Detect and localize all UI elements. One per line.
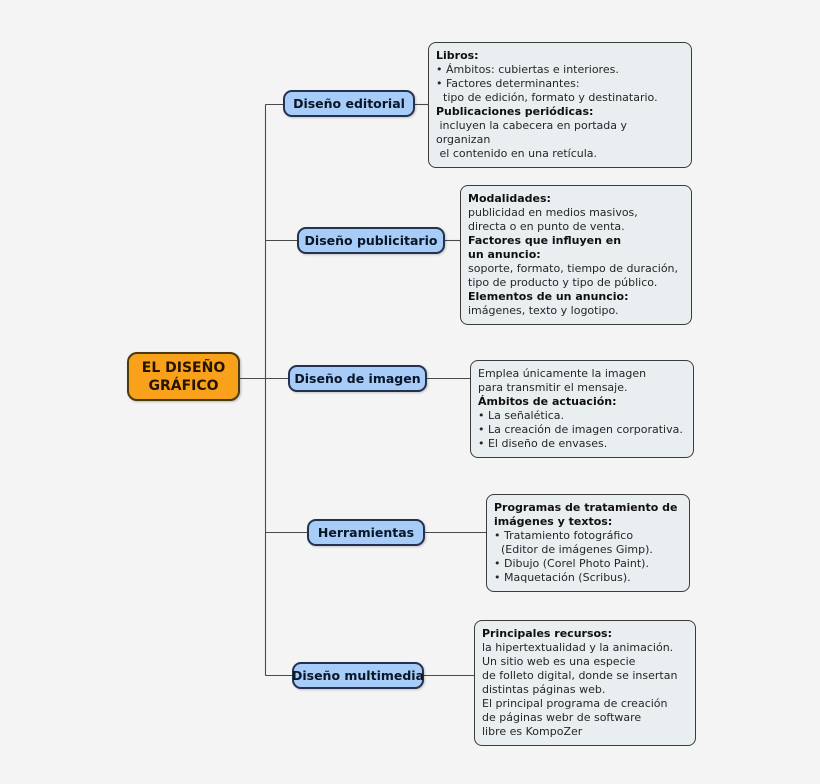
branch-node-diseno-multimedia[interactable]: Diseño multimedia: [292, 662, 424, 689]
detail-line: Libros:: [436, 49, 479, 62]
detail-line: libre es KompoZer: [482, 725, 583, 738]
detail-box-diseno-publicitario: Modalidades: publicidad en medios masivo…: [460, 185, 692, 325]
detail-box-diseno-de-imagen: Emplea únicamente la imagen para transmi…: [470, 360, 694, 458]
detail-line: incluyen la cabecera en portada y organi…: [436, 119, 631, 146]
detail-box-diseno-editorial: Libros: • Ámbitos: cubiertas e interiore…: [428, 42, 692, 168]
detail-line: el contenido en una retícula.: [436, 147, 598, 160]
detail-line: Elementos de un anuncio:: [468, 290, 629, 303]
detail-box-diseno-multimedia: Principales recursos: la hipertextualida…: [474, 620, 696, 746]
detail-line: • La creación de imagen corporativa.: [478, 423, 683, 436]
detail-line: de páginas webr de software: [482, 711, 642, 724]
detail-line: • Dibujo (Corel Photo Paint).: [494, 557, 649, 570]
detail-line: distintas páginas web.: [482, 683, 606, 696]
detail-line: tipo de producto y tipo de público.: [468, 276, 658, 289]
detail-line: • Factores determinantes:: [436, 77, 580, 90]
detail-box-herramientas: Programas de tratamiento de imágenes y t…: [486, 494, 690, 592]
detail-line: Publicaciones periódicas:: [436, 105, 594, 118]
detail-line: para transmitir el mensaje.: [478, 381, 628, 394]
detail-line: • El diseño de envases.: [478, 437, 608, 450]
detail-line: • Tratamiento fotográfico: [494, 529, 634, 542]
detail-line: El principal programa de creación: [482, 697, 668, 710]
detail-line: publicidad en medios masivos,: [468, 206, 638, 219]
detail-line: Modalidades:: [468, 192, 551, 205]
detail-line: Programas de tratamiento de: [494, 501, 678, 514]
detail-line: de folleto digital, donde se insertan: [482, 669, 678, 682]
root-node-el-diseno-grafico[interactable]: EL DISEÑO GRÁFICO: [127, 352, 240, 401]
detail-line: Un sitio web es una especie: [482, 655, 636, 668]
detail-line: Emplea únicamente la imagen: [478, 367, 647, 380]
detail-line: • Maquetación (Scribus).: [494, 571, 631, 584]
branch-node-diseno-publicitario[interactable]: Diseño publicitario: [297, 227, 445, 254]
detail-line: • Ámbitos: cubiertas e interiores.: [436, 63, 619, 76]
detail-line: • La señalética.: [478, 409, 565, 422]
detail-line: (Editor de imágenes Gimp).: [494, 543, 653, 556]
detail-line: directa o en punto de venta.: [468, 220, 625, 233]
detail-line: tipo de edición, formato y destinatario.: [436, 91, 658, 104]
detail-line: Ámbitos de actuación:: [478, 395, 617, 408]
detail-line: Principales recursos:: [482, 627, 612, 640]
branch-node-diseno-editorial[interactable]: Diseño editorial: [283, 90, 415, 117]
detail-line: la hipertextualidad y la animación.: [482, 641, 674, 654]
detail-line: soporte, formato, tiempo de duración,: [468, 262, 679, 275]
detail-line: Factores que influyen en: [468, 234, 622, 247]
detail-line: imágenes y textos:: [494, 515, 613, 528]
branch-node-herramientas[interactable]: Herramientas: [307, 519, 425, 546]
branch-node-diseno-de-imagen[interactable]: Diseño de imagen: [288, 365, 427, 392]
detail-line: un anuncio:: [468, 248, 541, 261]
detail-line: imágenes, texto y logotipo.: [468, 304, 619, 317]
